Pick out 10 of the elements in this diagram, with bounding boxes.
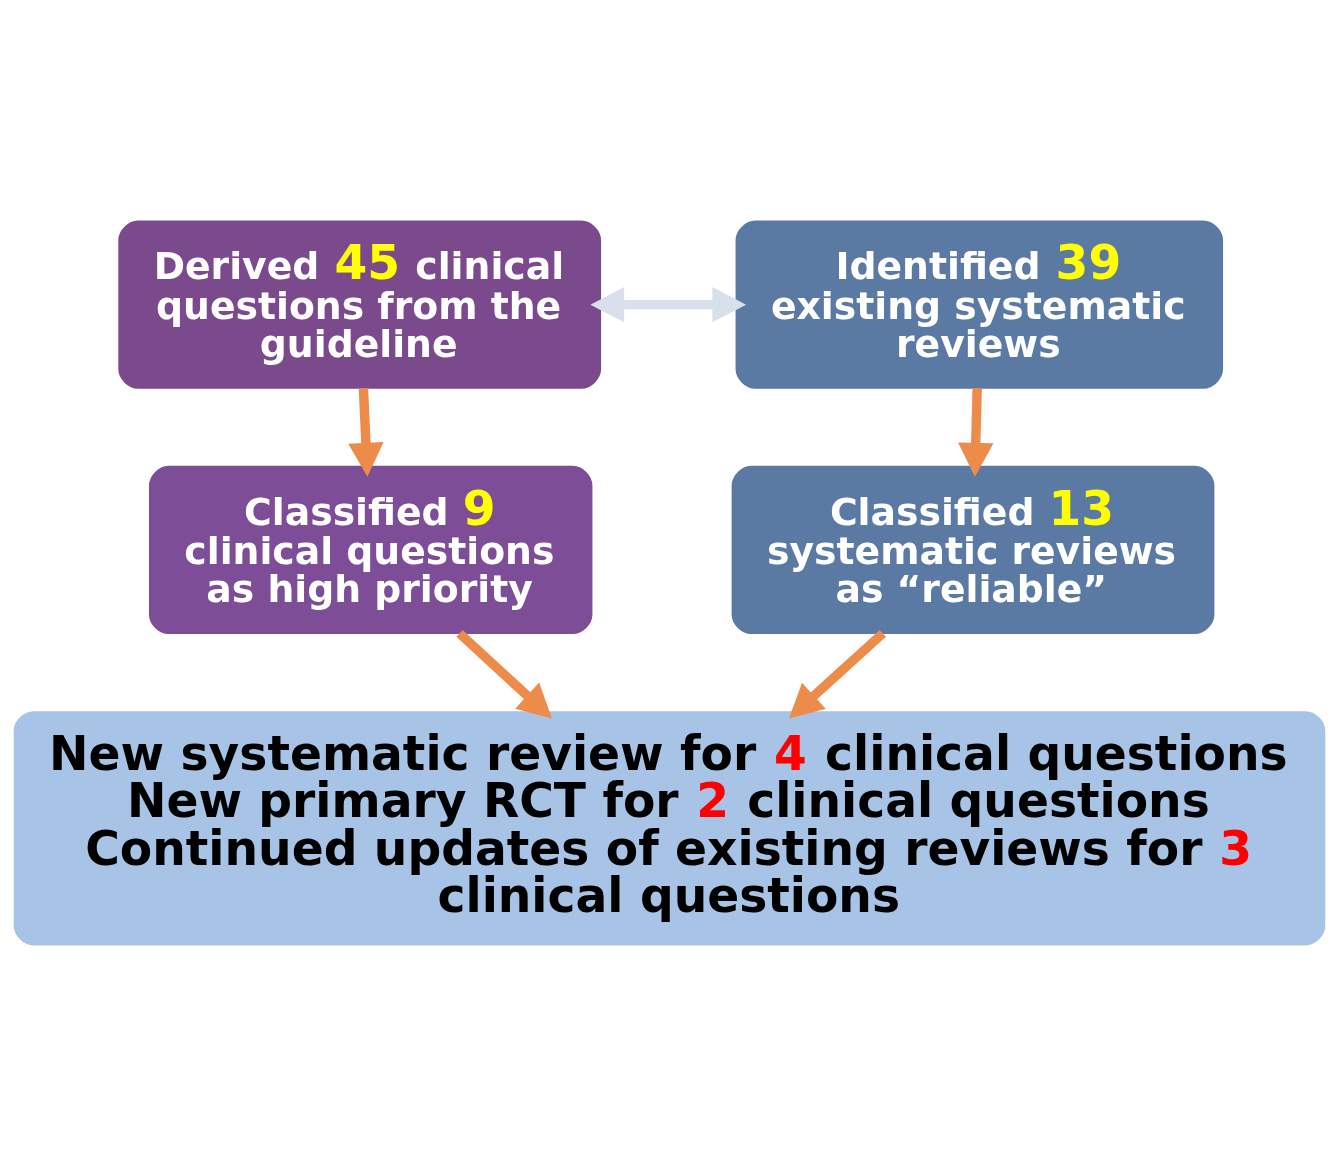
arrow [788, 629, 886, 719]
arrow [348, 388, 384, 477]
arrow [456, 629, 552, 719]
node-box: Identified 39 existing systematic reviews [735, 220, 1224, 389]
arrow [590, 286, 747, 323]
node-box: New systematic review for 4 clinical questions New primary RCT for 2 clinical questions Continued updates of existing reviews for 3 clinical questions [13, 711, 1326, 946]
node-box: Derived 45 clinical questions from the guideline [118, 220, 602, 389]
arrow [958, 388, 994, 477]
node-box: Classified 9 clinical questions as high priority [148, 465, 593, 635]
node-box: Classified 13 systematic reviews as “reliable” [731, 465, 1215, 635]
